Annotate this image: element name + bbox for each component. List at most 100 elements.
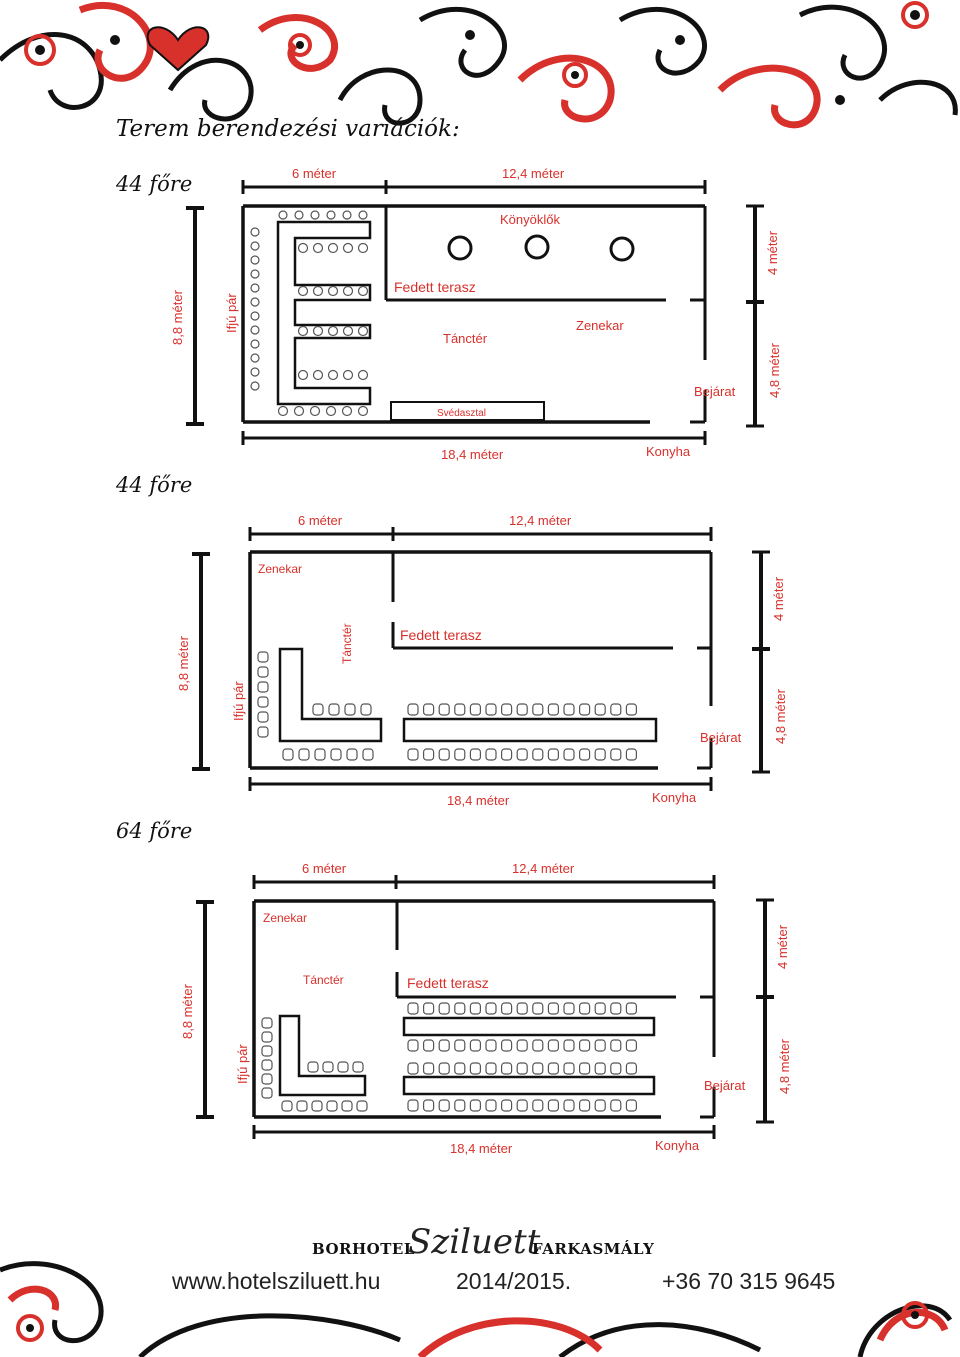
chair bbox=[610, 703, 622, 716]
chair bbox=[485, 1039, 497, 1052]
label-fedett-terasz: Fedett terasz bbox=[407, 975, 489, 991]
chair bbox=[423, 1099, 435, 1112]
chair bbox=[516, 1039, 528, 1052]
label-zenekar: Zenekar bbox=[576, 318, 624, 333]
chair bbox=[516, 1002, 528, 1015]
floor-plan-1: 6 méter 12,4 méter 8,8 méter 4 méter 4,8… bbox=[0, 160, 960, 470]
dim-right-bottom: 4,8 méter bbox=[773, 688, 788, 744]
label-bejarat: Bejárat bbox=[704, 1078, 746, 1093]
chair bbox=[594, 1099, 606, 1112]
chair bbox=[454, 1099, 466, 1112]
label-zenekar: Zenekar bbox=[263, 911, 307, 925]
chair bbox=[485, 1099, 497, 1112]
label-tancter: Tánctér bbox=[340, 623, 354, 664]
chair bbox=[438, 748, 450, 761]
chair bbox=[578, 748, 591, 761]
chair bbox=[454, 703, 466, 716]
label-konyha: Konyha bbox=[655, 1138, 700, 1153]
chair bbox=[578, 1062, 591, 1075]
chair bbox=[532, 1062, 544, 1075]
chair bbox=[407, 1002, 419, 1015]
chair bbox=[532, 748, 544, 761]
chair bbox=[485, 1062, 497, 1075]
chair bbox=[407, 748, 419, 761]
label-tancter: Tánctér bbox=[303, 973, 344, 987]
chair bbox=[438, 1002, 450, 1015]
chair bbox=[407, 1062, 419, 1075]
label-fedett-terasz: Fedett terasz bbox=[400, 627, 482, 643]
footer-website-link[interactable]: www.hotelsziluett.hu bbox=[172, 1268, 381, 1294]
chair bbox=[423, 1039, 435, 1052]
chair bbox=[407, 703, 419, 716]
chair bbox=[469, 1099, 481, 1112]
label-ifju-par: Ifjú pár bbox=[235, 1044, 250, 1084]
chair bbox=[578, 703, 591, 716]
brand-farkasmaly: FARKASMÁLY bbox=[532, 1240, 655, 1258]
floor-plan-2: 6 méter 12,4 méter 8,8 méter 4 méter 4,8… bbox=[0, 506, 960, 816]
chair bbox=[532, 1039, 544, 1052]
label-svedasztal: Svédasztal bbox=[437, 408, 486, 419]
chair bbox=[610, 1039, 622, 1052]
dim-right-top: 4 méter bbox=[775, 924, 790, 969]
chair bbox=[454, 1002, 466, 1015]
decorative-swirl-footer bbox=[0, 1261, 953, 1357]
chair bbox=[501, 748, 513, 761]
label-tancter: Tánctér bbox=[443, 331, 488, 346]
brand-borhotel: BORHOTEL bbox=[312, 1240, 415, 1258]
dim-top-right: 12,4 méter bbox=[512, 861, 575, 876]
dim-bottom: 18,4 méter bbox=[450, 1141, 513, 1156]
dim-top-left: 6 méter bbox=[302, 861, 347, 876]
label-bejarat: Bejárat bbox=[700, 730, 742, 745]
dim-bottom: 18,4 méter bbox=[447, 793, 510, 808]
chair bbox=[469, 703, 481, 716]
chair bbox=[625, 1039, 638, 1052]
label-ifju-par: Ifjú pár bbox=[231, 681, 246, 721]
chair bbox=[501, 1099, 513, 1112]
dim-top-right: 12,4 méter bbox=[502, 166, 565, 181]
plan-3-label: 64 főre bbox=[116, 819, 193, 843]
chair bbox=[625, 748, 638, 761]
chair bbox=[469, 1039, 481, 1052]
footer-season: 2014/2015. bbox=[456, 1268, 572, 1294]
chair bbox=[563, 1039, 575, 1052]
dim-left: 8,8 méter bbox=[170, 289, 185, 345]
plan-1-label: 44 főre bbox=[116, 172, 193, 196]
heart-icon bbox=[146, 26, 210, 72]
chair bbox=[532, 703, 544, 716]
chair bbox=[578, 1039, 591, 1052]
dim-bottom: 18,4 méter bbox=[441, 447, 504, 462]
chair bbox=[516, 703, 528, 716]
chair bbox=[547, 1099, 560, 1112]
chair bbox=[625, 1002, 638, 1015]
chair bbox=[438, 1062, 450, 1075]
chair bbox=[516, 1062, 528, 1075]
chair bbox=[501, 1002, 513, 1015]
chair bbox=[578, 1099, 591, 1112]
chair bbox=[547, 1002, 560, 1015]
chair bbox=[563, 1002, 575, 1015]
label-ifju-par: Ifjú pár bbox=[224, 293, 239, 333]
label-bejarat: Bejárat bbox=[694, 384, 736, 399]
brand-sziluett: Sziluett bbox=[408, 1222, 541, 1262]
chair bbox=[485, 748, 497, 761]
chair bbox=[563, 703, 575, 716]
chair bbox=[594, 1062, 606, 1075]
chair bbox=[610, 1099, 622, 1112]
chair bbox=[610, 1062, 622, 1075]
chair bbox=[469, 1002, 481, 1015]
chair bbox=[547, 703, 560, 716]
chair bbox=[423, 748, 435, 761]
chair bbox=[423, 703, 435, 716]
dim-right-bottom: 4,8 méter bbox=[777, 1038, 792, 1094]
chair bbox=[625, 703, 638, 716]
chair bbox=[454, 1039, 466, 1052]
chair bbox=[610, 1002, 622, 1015]
label-konyha: Konyha bbox=[652, 790, 697, 805]
chair bbox=[547, 1039, 560, 1052]
page-title: Terem berendezési variációk: bbox=[116, 116, 460, 142]
chair bbox=[454, 1062, 466, 1075]
decorative-swirl-header bbox=[0, 1, 958, 129]
chair bbox=[594, 748, 606, 761]
chair bbox=[594, 1002, 606, 1015]
chair bbox=[438, 703, 450, 716]
